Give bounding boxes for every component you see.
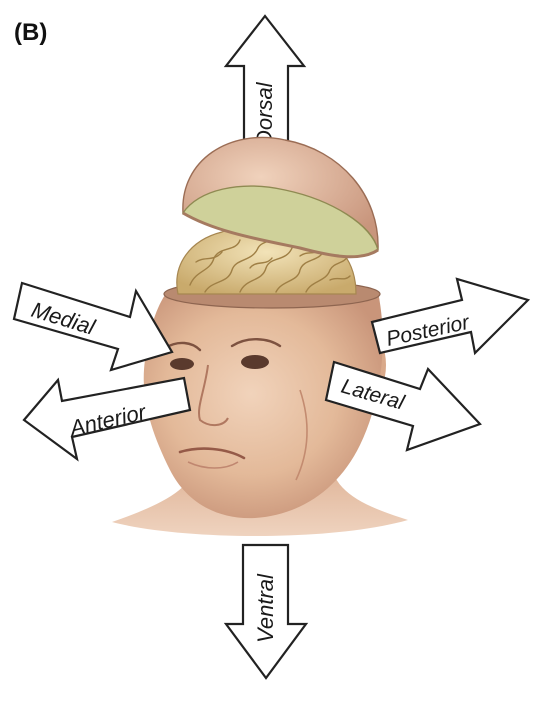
brain-gyri: [189, 233, 351, 293]
face: [143, 292, 383, 519]
skull-cap-edge: [182, 211, 379, 259]
panel-label: (B): [14, 19, 47, 46]
medial-arrow: Medial: [12, 281, 174, 372]
posterior-arrow: Posterior: [370, 277, 531, 356]
dorsal-label: Dorsal: [252, 81, 277, 146]
ventral-arrow: Ventral: [223, 543, 309, 680]
head-illustration: [112, 136, 408, 536]
lateral-arrow: Lateral: [324, 360, 482, 452]
ventral-label: Ventral: [253, 573, 278, 643]
